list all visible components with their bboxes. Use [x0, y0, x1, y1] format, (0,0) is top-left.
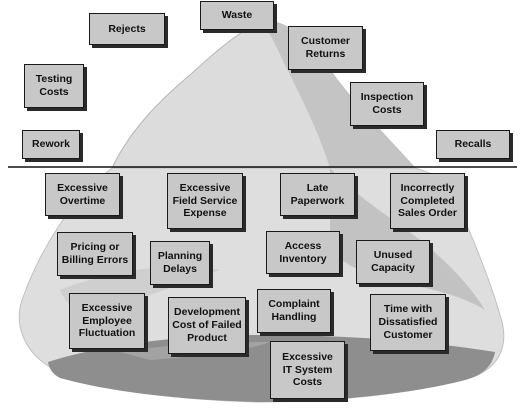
excessive-employee-fluctuation-box: Excessive Employee Fluctuation [69, 293, 145, 349]
time-with-dissatisfied-customer-box: Time with Dissatisfied Customer [370, 294, 446, 351]
waste-label: Waste [221, 9, 253, 22]
excessive-it-system-costs-label: Excessive IT System Costs [282, 350, 333, 389]
inspection-costs-label: Inspection Costs [360, 91, 414, 116]
incorrectly-completed-sales-order-label: Incorrectly Completed Sales Order [398, 181, 457, 220]
testing-costs-box: Testing Costs [24, 64, 84, 108]
rework-label: Rework [32, 138, 70, 151]
complaint-handling-box: Complaint Handling [257, 289, 331, 333]
rejects-label: Rejects [108, 22, 146, 35]
access-inventory-box: Access Inventory [266, 231, 340, 274]
unused-capacity-box: Unused Capacity [356, 240, 430, 284]
testing-costs-label: Testing Costs [35, 73, 73, 98]
recalls-label: Recalls [454, 138, 492, 151]
development-cost-of-failed-product-box: Development Cost of Failed Product [168, 297, 246, 354]
customer-returns-box: Customer Returns [288, 26, 363, 70]
late-paperwork-label: Late Paperwork [290, 181, 345, 207]
excessive-overtime-box: Excessive Overtime [45, 173, 120, 216]
excessive-overtime-label: Excessive Overtime [57, 181, 108, 207]
excessive-field-service-expense-box: Excessive Field Service Expense [167, 173, 243, 229]
rejects-box: Rejects [89, 13, 165, 45]
late-paperwork-box: Late Paperwork [280, 173, 355, 216]
inspection-costs-box: Inspection Costs [350, 82, 424, 126]
development-cost-of-failed-product-label: Development Cost of Failed Product [172, 306, 242, 344]
rework-box: Rework [22, 130, 80, 159]
planning-delays-label: Planning Delays [157, 250, 203, 275]
planning-delays-box: Planning Delays [150, 241, 210, 285]
excessive-field-service-expense-label: Excessive Field Service Expense [172, 181, 238, 220]
excessive-it-system-costs-box: Excessive IT System Costs [270, 341, 345, 399]
incorrectly-completed-sales-order-box: Incorrectly Completed Sales Order [390, 173, 465, 229]
unused-capacity-label: Unused Capacity [371, 249, 415, 274]
pricing-or-billing-errors-box: Pricing or Billing Errors [57, 232, 133, 276]
waste-box: Waste [200, 1, 274, 30]
recalls-box: Recalls [436, 130, 510, 159]
iceberg-underwater-ridge [330, 168, 485, 310]
excessive-employee-fluctuation-label: Excessive Employee Fluctuation [78, 301, 136, 340]
pricing-or-billing-errors-label: Pricing or Billing Errors [61, 241, 129, 266]
complaint-handling-label: Complaint Handling [268, 298, 320, 323]
customer-returns-label: Customer Returns [300, 35, 350, 60]
time-with-dissatisfied-customer-label: Time with Dissatisfied Customer [378, 303, 438, 341]
access-inventory-label: Access Inventory [279, 239, 327, 265]
